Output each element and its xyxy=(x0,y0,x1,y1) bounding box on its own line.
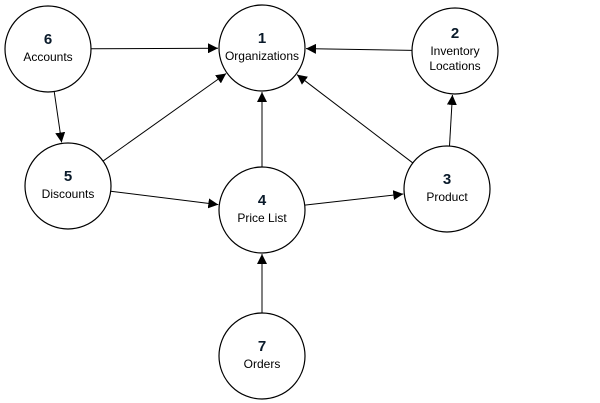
node-5-label: Discounts xyxy=(42,187,95,201)
node-6-label: Accounts xyxy=(23,50,72,64)
node-6-number: 6 xyxy=(44,31,52,48)
node-4-number: 4 xyxy=(258,192,267,209)
edge-3-to-2 xyxy=(446,94,457,147)
node-2-circle xyxy=(411,7,499,95)
edge-5-to-1 xyxy=(102,73,227,162)
node-2-label: Inventory xyxy=(430,44,479,58)
node-2-number: 2 xyxy=(451,25,459,42)
node-6-circle xyxy=(4,5,92,93)
node-3-label: Product xyxy=(426,190,468,204)
edge-2-to-1 xyxy=(305,43,413,54)
node-2-label: Locations xyxy=(429,59,480,73)
node-5-number: 5 xyxy=(64,168,72,185)
node-7-circle xyxy=(218,312,306,400)
node-1-number: 1 xyxy=(258,30,266,47)
edge-4-to-3 xyxy=(304,190,404,206)
node-1-circle xyxy=(218,4,306,92)
edge-3-to-1 xyxy=(296,74,414,164)
edge-6-to-5 xyxy=(53,91,66,143)
node-3-number: 3 xyxy=(443,171,451,188)
node-7-number: 7 xyxy=(258,338,266,355)
node-3-circle xyxy=(403,145,491,233)
edge-6-to-1 xyxy=(90,43,219,54)
node-4-label: Price List xyxy=(237,211,287,225)
edge-5-to-4 xyxy=(110,190,219,209)
node-1-label: Organizations xyxy=(225,49,299,63)
edges-layer xyxy=(53,43,457,313)
node-5-circle xyxy=(24,142,112,230)
node-4-circle xyxy=(218,166,306,254)
node-7-label: Orders xyxy=(244,357,281,371)
